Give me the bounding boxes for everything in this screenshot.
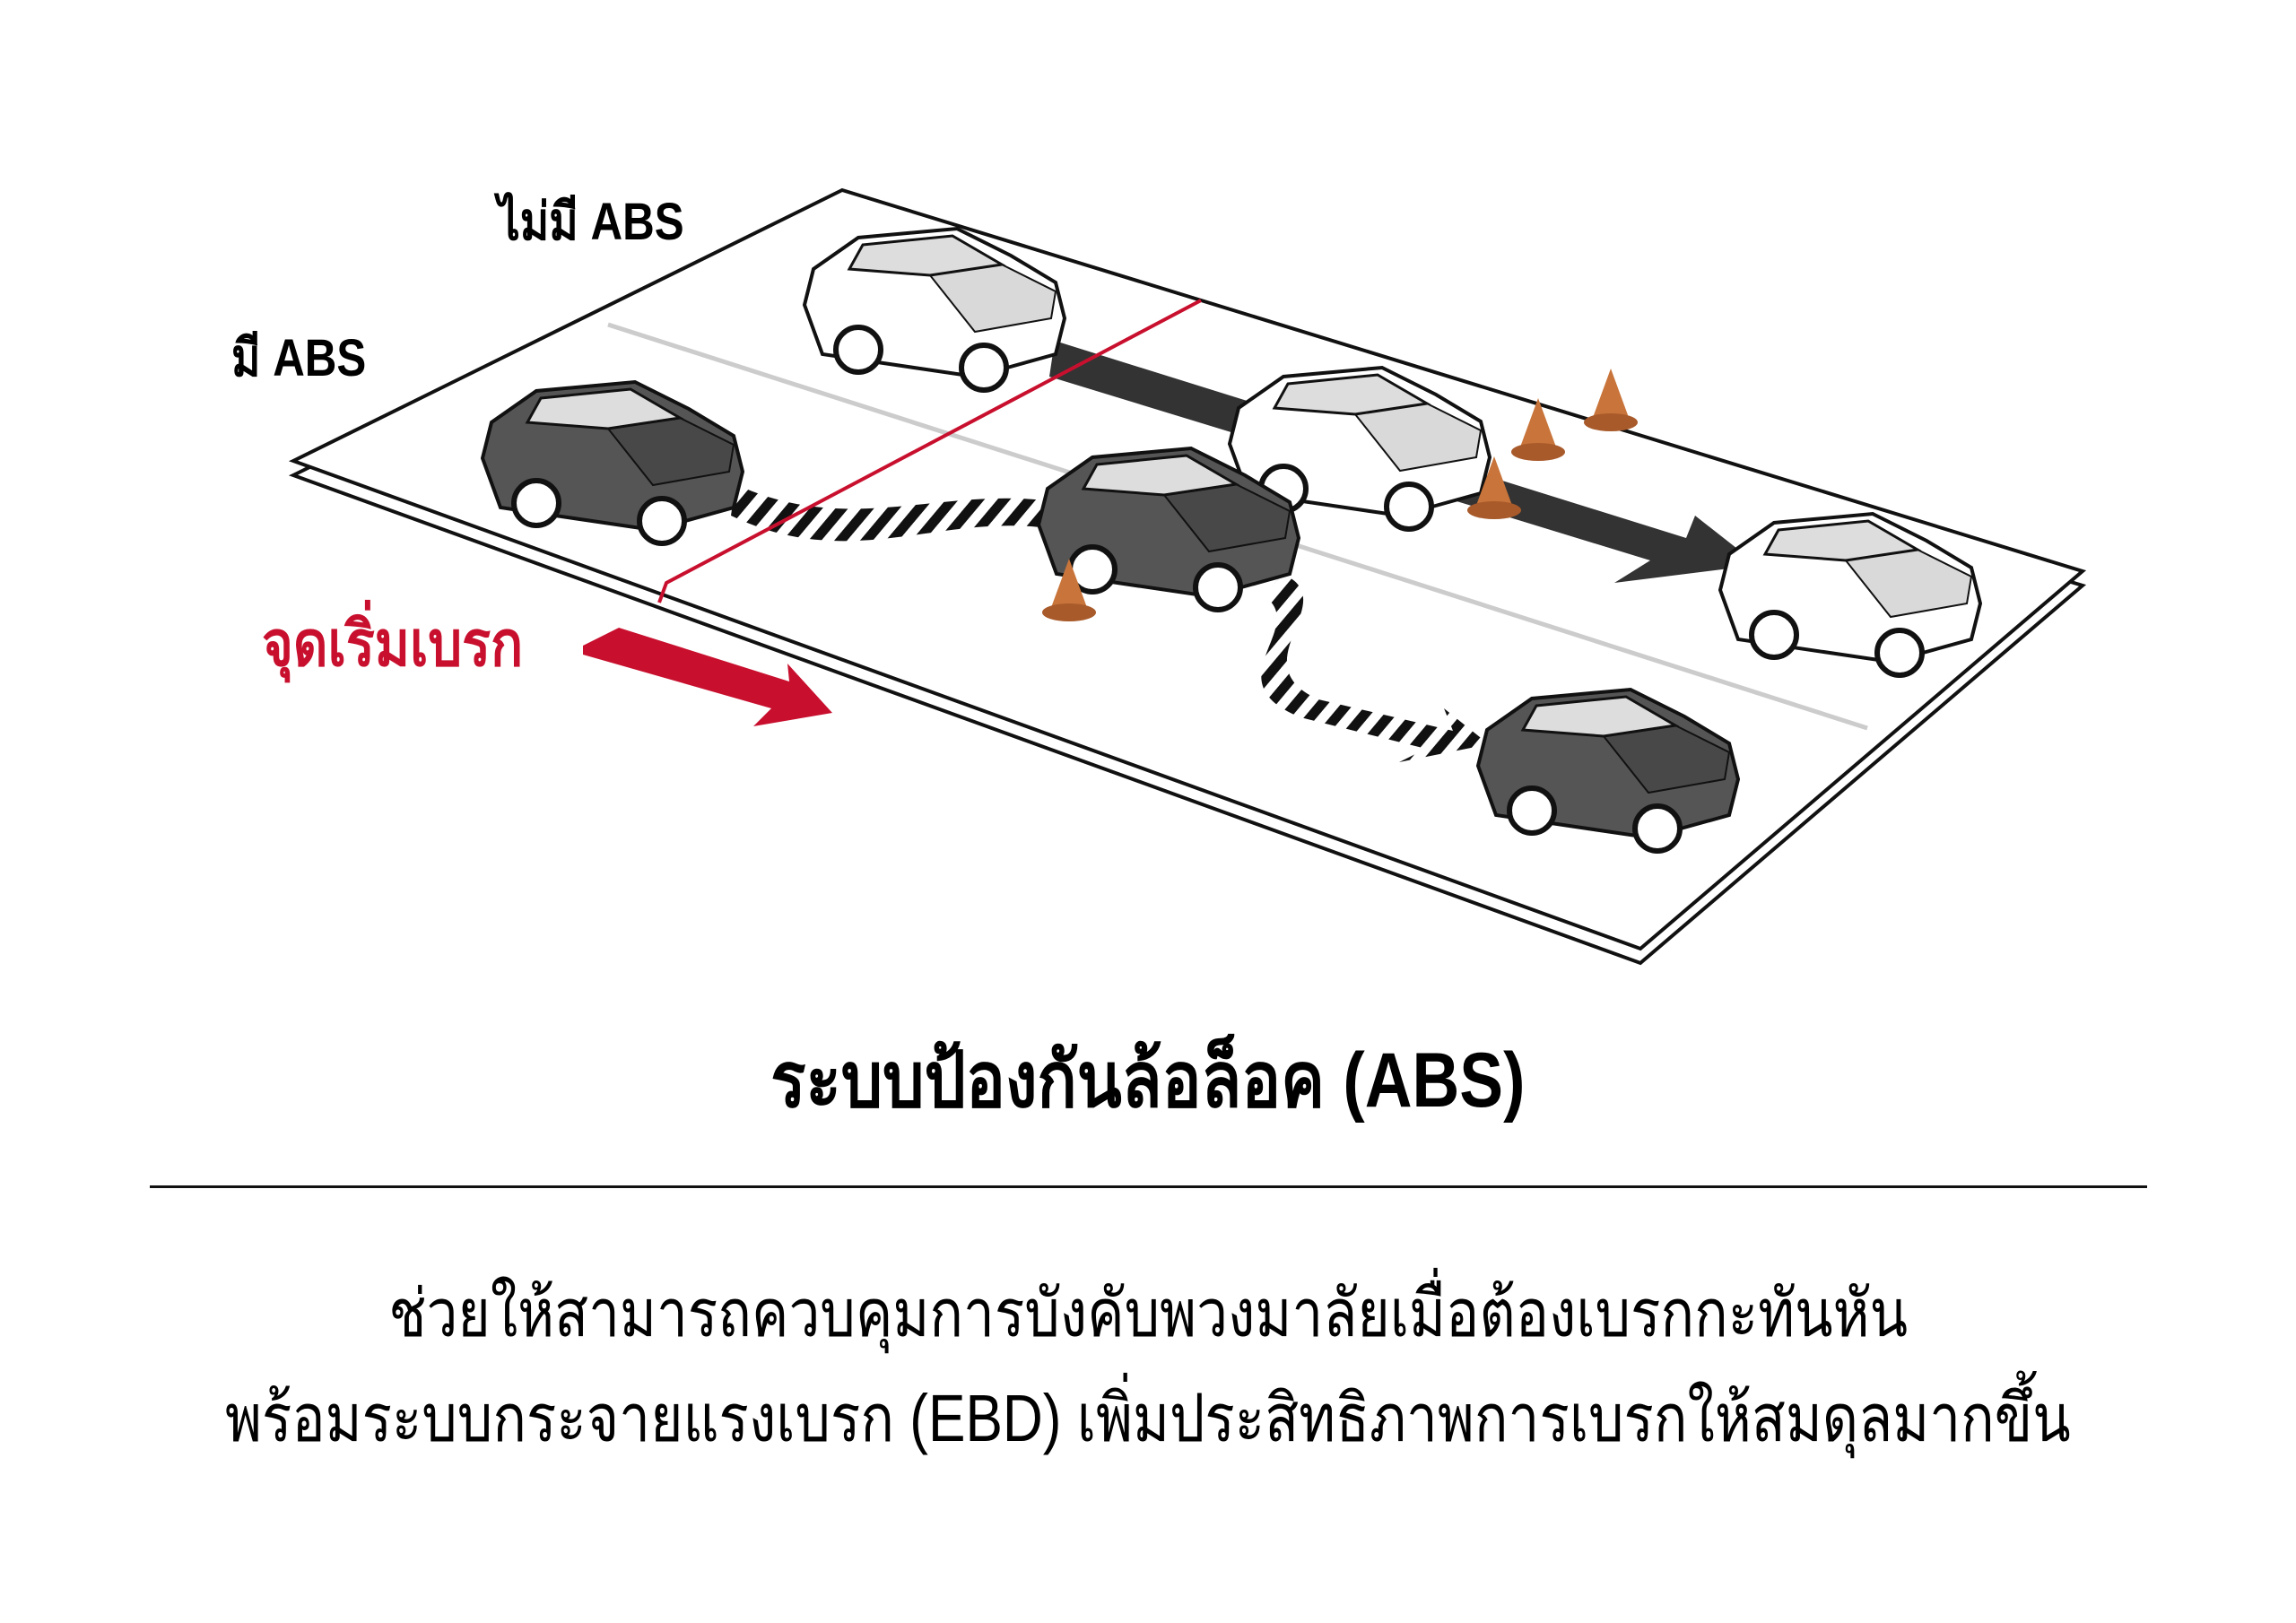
description-line-1: ช่วยให้สามารถควบคุมการบังคับพวงมาลัยเมื่…	[0, 1260, 2296, 1366]
title-text: ระบบป้องกันล้อล็อค (ABS)	[770, 1037, 1526, 1124]
abs-path-striped	[731, 484, 1058, 542]
label-with-abs: มี ABS	[231, 329, 367, 387]
cone-icon	[1584, 369, 1638, 431]
brake-arrow	[583, 628, 832, 726]
abs-illustration	[288, 187, 2087, 966]
divider	[150, 1185, 2147, 1188]
label-without-abs: ไม่มี ABS	[498, 193, 684, 251]
label-brake-start: จุดเริ่มเบรก	[262, 609, 524, 679]
description-text: พร้อมระบบกระจายแรงเบรก (EBD) เพิ่มประสิท…	[225, 1381, 2071, 1455]
page-title: ระบบป้องกันล้อล็อค (ABS)	[0, 1018, 2296, 1141]
brake-start-line	[657, 299, 1202, 603]
abs-path-striped-2	[1261, 574, 1489, 762]
description-line-2: พร้อมระบบกระจายแรงเบรก (EBD) เพิ่มประสิท…	[0, 1365, 2296, 1471]
description-text: ช่วยให้สามารถควบคุมการบังคับพวงมาลัยเมื่…	[388, 1276, 1908, 1350]
